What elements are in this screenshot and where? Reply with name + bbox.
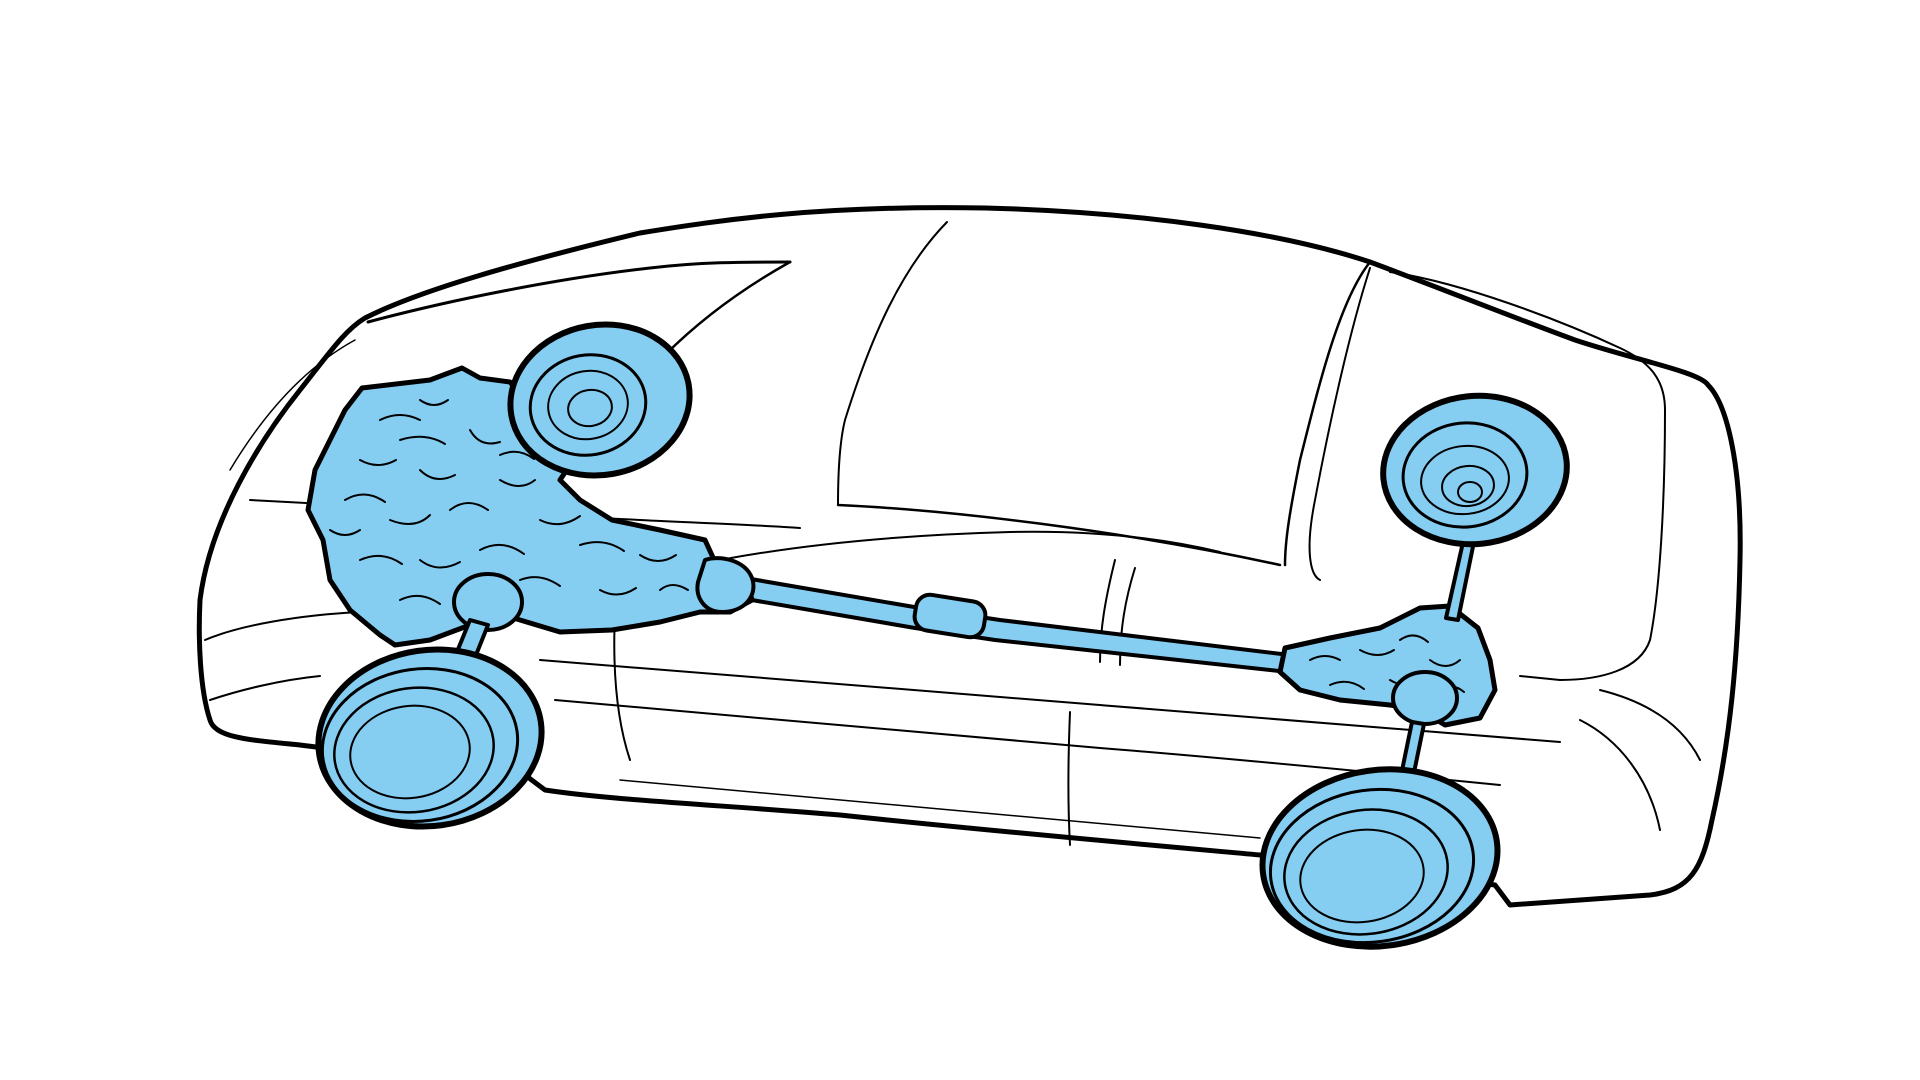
car-roof-rear — [836, 503, 1282, 567]
transmission-output — [695, 556, 756, 614]
car-lower-body-line — [619, 779, 1261, 839]
car-side-window-top — [719, 530, 1221, 561]
car-front-bumper — [209, 675, 321, 701]
driveshaft — [738, 576, 1292, 674]
car-rear-panel-2 — [1579, 719, 1661, 831]
car-rear-window — [1283, 260, 1372, 567]
car-rear-window-frame — [1308, 267, 1371, 581]
car-rear-panel — [1599, 689, 1701, 761]
car-windshield-inner — [837, 221, 948, 506]
rear-right-wheel — [1259, 766, 1501, 950]
car-belt-line — [539, 659, 1561, 743]
car-roof-line — [366, 260, 792, 324]
front-left-wheel — [507, 321, 693, 479]
driveshaft-joint-center — [912, 592, 988, 640]
car-rear-window-inner — [1389, 271, 1666, 681]
drivetrain — [305, 321, 1570, 950]
rear-diff-cup — [1391, 670, 1459, 726]
car-door-line-rear — [1067, 711, 1071, 846]
rear-left-wheel — [1380, 392, 1570, 548]
front-right-wheel — [315, 646, 545, 830]
rear-differential — [1277, 603, 1498, 728]
front-diff-cup — [452, 572, 524, 632]
car-hood-line-2 — [229, 339, 356, 471]
